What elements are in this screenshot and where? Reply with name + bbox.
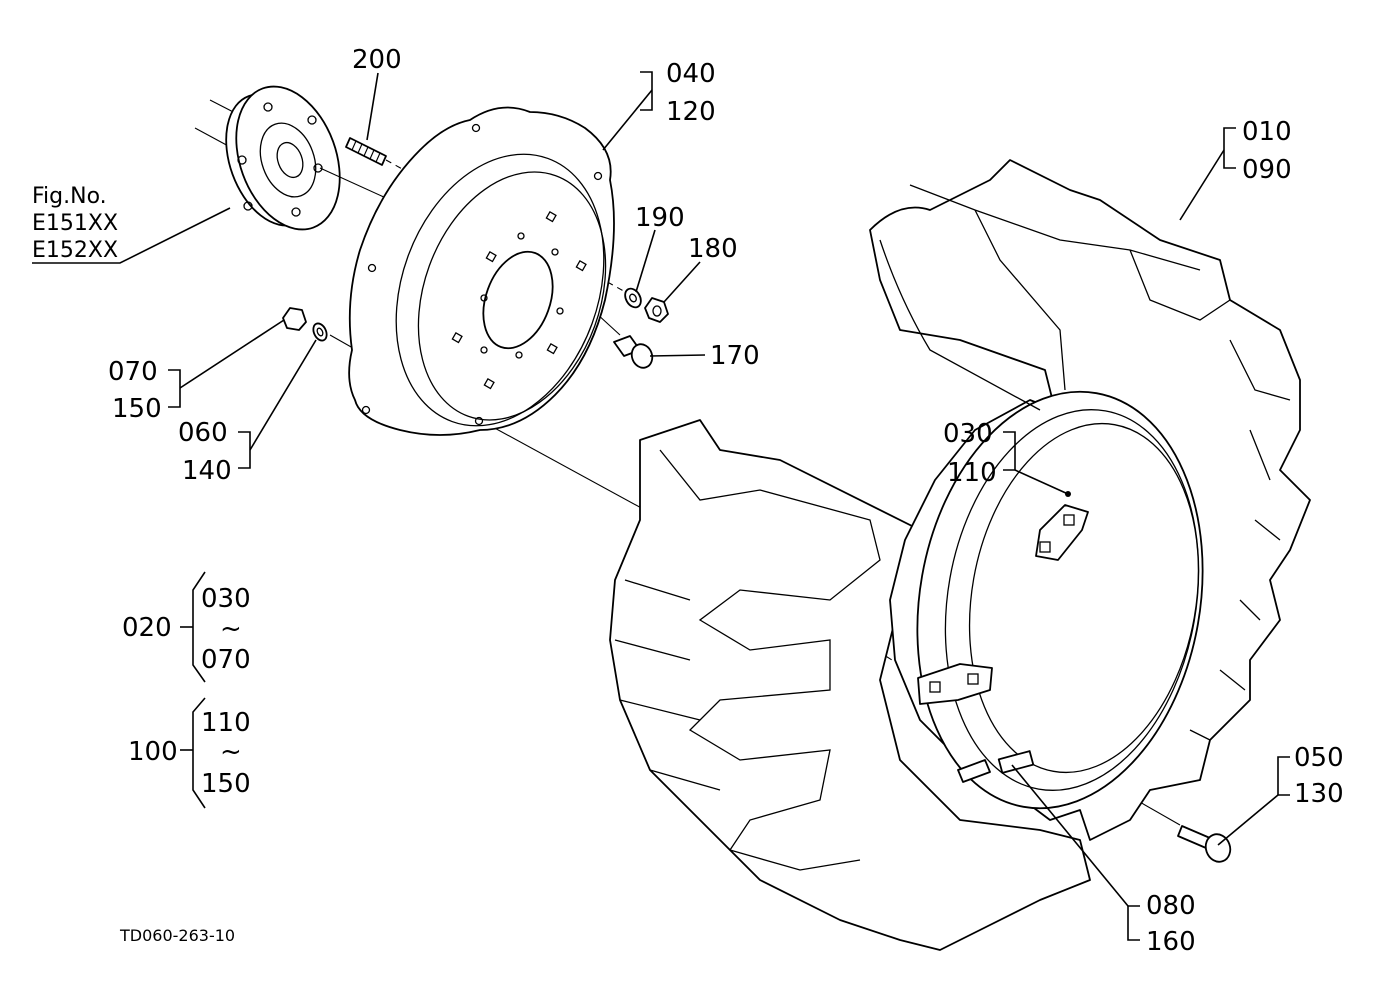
rim-clip-upper [1035, 504, 1089, 561]
callout-060: 060 [178, 418, 228, 448]
wheel-disc [348, 106, 615, 436]
nut-070 [282, 307, 307, 331]
fig-reference: Fig.No. E151XX E152XX [32, 184, 118, 263]
callout-140: 140 [182, 456, 232, 486]
nut-180 [644, 297, 669, 323]
callout-labels: 200 040 120 010 090 190 180 170 070 150 … [108, 45, 1344, 957]
group-020-sep: ~ [220, 614, 242, 644]
leader-lines [32, 71, 1290, 941]
callout-010: 010 [1242, 117, 1292, 147]
group-brackets [180, 571, 206, 809]
group-020-id: 020 [122, 613, 172, 643]
callout-050: 050 [1294, 743, 1344, 773]
bolt-050 [1177, 825, 1232, 863]
diagram-id: TD060-263-10 [119, 926, 235, 945]
callout-120: 120 [666, 97, 716, 127]
group-020: 020 030 ~ 070 [122, 584, 251, 675]
callout-110: 110 [947, 458, 997, 488]
callout-040: 040 [666, 59, 716, 89]
callout-190: 190 [635, 203, 685, 233]
group-100-sep: ~ [220, 737, 242, 767]
fig-ref-line-2: E152XX [32, 238, 118, 263]
group-100: 100 110 ~ 150 [128, 708, 251, 799]
group-020-to: 070 [201, 645, 251, 675]
group-100-to: 150 [201, 769, 251, 799]
callout-200: 200 [352, 45, 402, 75]
washer-190 [624, 287, 642, 309]
callout-030: 030 [943, 419, 993, 449]
callout-130: 130 [1294, 779, 1344, 809]
bolt-170 [613, 335, 654, 369]
callout-150: 150 [112, 394, 162, 424]
tire [609, 159, 1311, 951]
callout-180: 180 [688, 234, 738, 264]
valve-080 [957, 750, 1035, 783]
stud-bolt [345, 137, 387, 166]
callout-080: 080 [1146, 891, 1196, 921]
group-020-from: 030 [201, 584, 251, 614]
fig-ref-line-1: E151XX [32, 211, 118, 236]
callout-160: 160 [1146, 927, 1196, 957]
group-100-id: 100 [128, 737, 178, 767]
hub-flange [194, 85, 341, 231]
fig-title: Fig.No. [32, 184, 107, 209]
callout-070: 070 [108, 357, 158, 387]
washer-060 [312, 322, 328, 342]
callout-170: 170 [710, 341, 760, 371]
rim-clip-lower [917, 663, 993, 705]
callout-090: 090 [1242, 155, 1292, 185]
group-100-from: 110 [201, 708, 251, 738]
